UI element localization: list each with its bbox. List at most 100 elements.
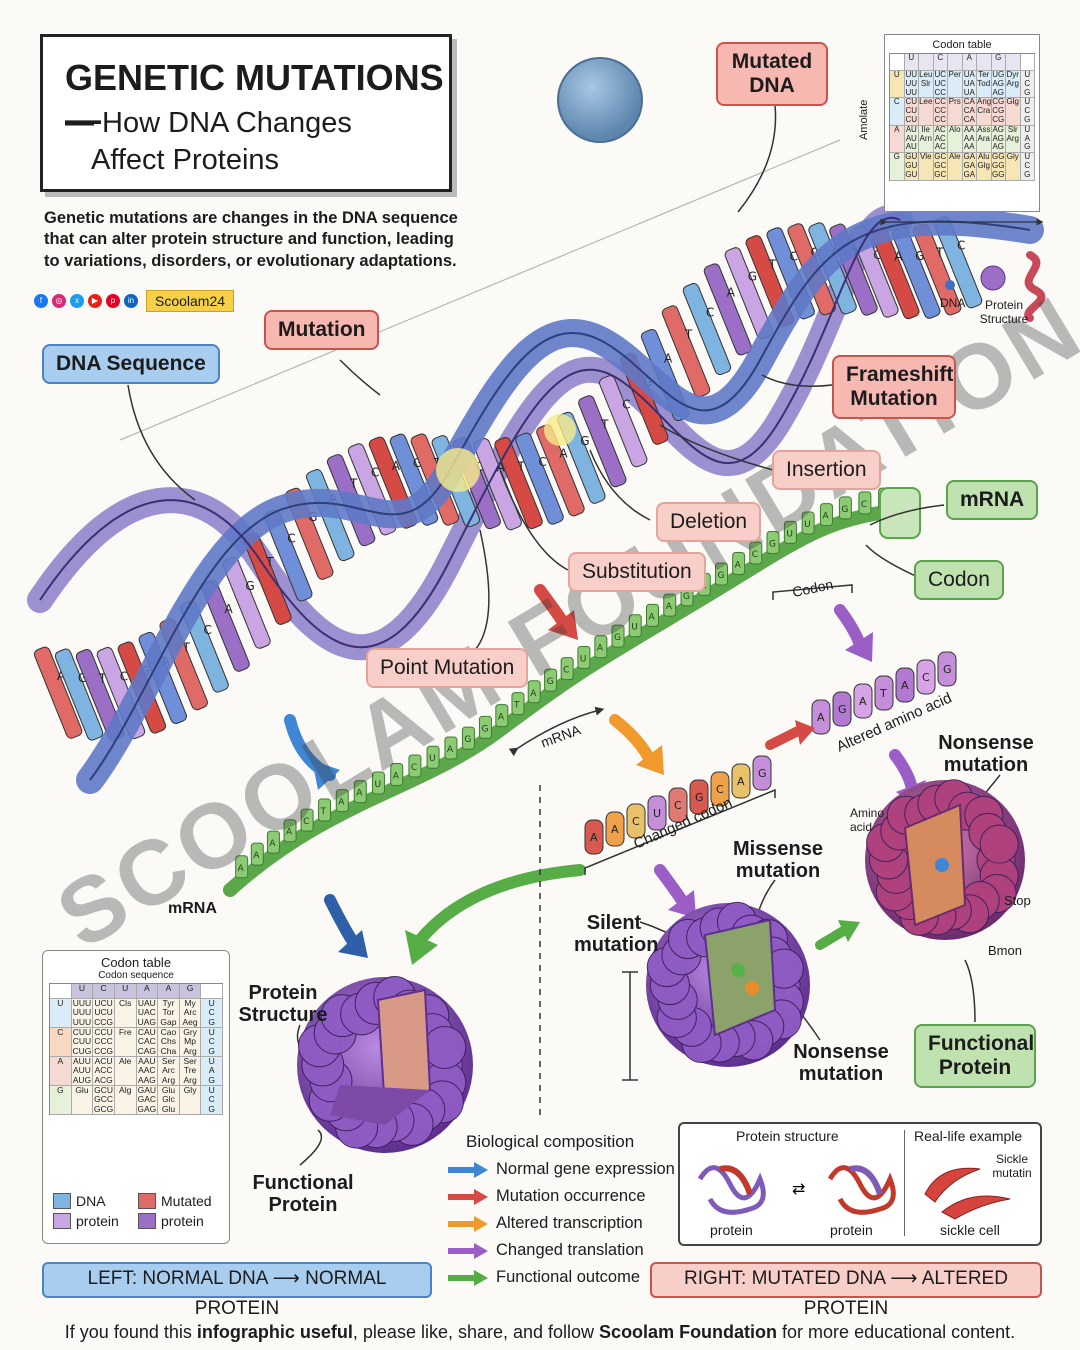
footer-bold-2[interactable]: Scoolam Foundation <box>599 1322 778 1342</box>
linkedin-icon[interactable]: in <box>124 294 138 308</box>
codon-cell: U A G <box>201 1057 223 1087</box>
base-letter: G <box>748 270 757 284</box>
intro-text: Genetic mutations are changes in the DNA… <box>44 209 458 270</box>
mrna-base-letter: A <box>393 771 400 781</box>
legend-swatch <box>53 1193 71 1209</box>
mrna-base-letter: T <box>320 807 327 817</box>
stop-label: Stop <box>1004 893 1031 908</box>
codon-cell: A <box>962 54 977 71</box>
legend-swatch <box>138 1193 156 1209</box>
nonsense-top-label: Nonsense mutation <box>938 732 1034 776</box>
dna-helix: AGTCGATCAGTCGATCAGTCGATCAGTCGATCAGTCGATC… <box>27 204 1044 794</box>
mutation-burst <box>436 448 480 492</box>
arrow-altered-1 <box>609 714 656 766</box>
instagram-icon[interactable]: ◎ <box>52 294 66 308</box>
mrna-base <box>544 668 558 692</box>
codon-cell: U <box>50 999 72 1029</box>
mrna-base-letter: U <box>429 754 436 764</box>
page-subtitle-2: Affect Proteins <box>91 144 280 176</box>
base-letter: T <box>516 459 525 473</box>
codon-cell: Glg <box>1006 98 1021 126</box>
codon-cell: AC AC AC <box>933 125 948 154</box>
codon-cell: Glu <box>71 1086 94 1116</box>
mrna-base <box>628 614 642 638</box>
social-handle[interactable]: Scoolam24 <box>146 290 235 312</box>
codon-cell: UAU UAC UAG <box>136 999 159 1029</box>
base-letter: C <box>287 532 295 546</box>
mrna-base <box>783 520 797 544</box>
codon-cell: A <box>50 1057 72 1087</box>
mini-legend-protein: Protein Structure <box>979 298 1029 326</box>
base-letter: A <box>392 459 401 473</box>
base-letter: A <box>664 351 673 365</box>
codon-cell: UA UA UA <box>962 71 977 99</box>
composition-label: Altered transcription <box>496 1214 643 1232</box>
mrna-base-letter: U <box>580 655 587 665</box>
codon-cell: AU AU AU <box>904 125 919 154</box>
codon-cell: GCU GCC GCG <box>93 1086 115 1116</box>
mrna-base-letter: G <box>683 592 690 602</box>
mrna-base-letter: G <box>464 735 471 745</box>
bmon-label: Bmon <box>988 943 1022 958</box>
codon-cell: Vle <box>919 153 934 181</box>
base-letter: A <box>57 669 66 683</box>
mrna-base-letter: U <box>804 520 811 530</box>
codon-bead <box>626 803 646 839</box>
mrna-base <box>560 657 574 681</box>
real-life-title: Real-life example <box>914 1128 1023 1144</box>
codon-cell: AAU AAC AAG <box>136 1057 159 1087</box>
base-letter: T <box>349 476 358 490</box>
sickle-mutation-caption: Sickle mutatin <box>992 1152 1032 1180</box>
codon-cell: Lee <box>919 98 934 126</box>
arrow-functional-2 <box>815 925 850 950</box>
arrow-icon <box>448 1188 488 1205</box>
mrna-base-letter: A <box>253 851 260 861</box>
codon-cell: C <box>50 1028 72 1058</box>
codon-bead-letter: A <box>737 775 745 788</box>
youtube-icon[interactable]: ▶ <box>88 294 102 308</box>
functional-protein-left-label: Functional Protein <box>252 1172 354 1216</box>
codon-cell: C <box>933 54 948 71</box>
base-letter: A <box>224 602 233 616</box>
codon-cell <box>50 984 72 999</box>
codon-cell <box>948 54 963 71</box>
mrna-base <box>858 491 872 515</box>
amino-acid-dot-blue <box>935 858 949 872</box>
codon-cell: CCU CCC CCG <box>93 1028 115 1058</box>
base-pair <box>578 395 627 488</box>
base-letter: A <box>894 249 903 263</box>
codon-cell: GC GC GC <box>933 153 948 181</box>
mrna-base-letter: G <box>717 571 724 581</box>
codon-bead-letter: C <box>674 799 682 812</box>
codon-cell <box>977 54 992 71</box>
codon-cell: U C G <box>1020 98 1035 126</box>
biological-composition-legend: Biological composition Normal gene expre… <box>448 1132 678 1291</box>
amino-acid-label: Amino acid <box>850 806 885 834</box>
legend-item: Mutated <box>138 1193 223 1209</box>
legend-item: DNA <box>53 1193 138 1209</box>
facebook-icon[interactable]: f <box>34 294 48 308</box>
mrna-base <box>478 715 492 739</box>
x-icon[interactable]: x <box>70 294 84 308</box>
legend-label: Mutated <box>161 1193 212 1209</box>
codon-cell: Ale <box>948 153 963 181</box>
base-letter: C <box>790 250 798 264</box>
mrna-base <box>594 635 608 659</box>
codon-cell: Glu Glc Glu <box>158 1086 180 1116</box>
mrna-base-letter: G <box>614 633 621 643</box>
footer: If you found this infographic useful, pl… <box>0 1322 1080 1343</box>
codon-cell: My Arc Aeg <box>179 999 202 1029</box>
base-letter: C <box>538 455 546 469</box>
mrna-base-letter: A <box>269 839 276 849</box>
codon-cell: U C G <box>1020 71 1035 99</box>
pinterest-icon[interactable]: p <box>106 294 120 308</box>
footer-mid: , please like, share, and follow <box>352 1322 600 1342</box>
structure-squiggle-icon <box>1024 251 1046 322</box>
codon-cell: Per <box>948 71 963 99</box>
mrna-base <box>645 603 659 627</box>
codon-cell: U C G <box>201 1086 223 1116</box>
sickle-cell-icon <box>924 1167 1011 1220</box>
codon-bead-letter: A <box>817 711 825 724</box>
mrna-base-letter: G <box>547 677 554 687</box>
